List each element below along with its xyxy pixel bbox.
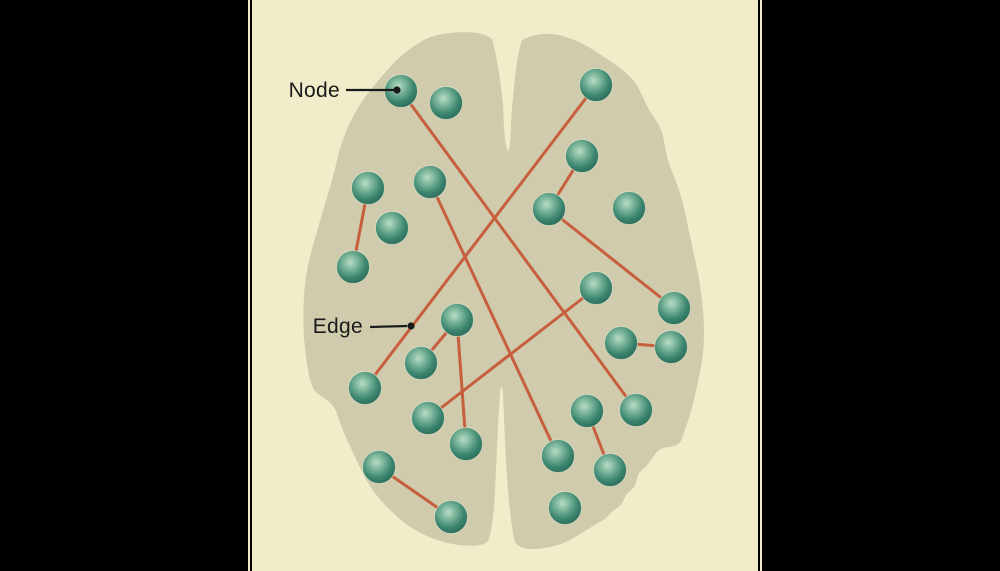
node — [351, 171, 385, 205]
edge-label: Edge — [313, 315, 363, 338]
edge-line — [363, 83, 598, 390]
node — [579, 68, 613, 102]
edge-line — [455, 318, 468, 446]
node — [541, 439, 575, 473]
node — [348, 371, 382, 405]
edge-pointer-line — [369, 324, 408, 329]
node — [548, 491, 582, 525]
node — [336, 250, 370, 284]
node — [434, 500, 468, 534]
edge-line — [547, 207, 676, 310]
panel-border-right — [758, 0, 760, 571]
node — [362, 450, 396, 484]
letterbox-left — [0, 0, 248, 571]
node — [413, 165, 447, 199]
node — [375, 211, 409, 245]
edge-pointer-dot — [407, 322, 415, 330]
brain-outline — [303, 32, 704, 549]
node — [532, 192, 566, 226]
edge-line — [426, 286, 598, 420]
letterbox-right — [762, 0, 1000, 571]
node — [404, 346, 438, 380]
node — [657, 291, 691, 325]
node — [565, 139, 599, 173]
node — [440, 303, 474, 337]
node-pointer-dot — [393, 86, 401, 94]
edge-line — [399, 89, 638, 412]
panel-border-left — [250, 0, 252, 571]
node-annotation: Node — [289, 79, 401, 102]
node — [429, 86, 463, 120]
edge-annotation: Edge — [313, 315, 415, 338]
node — [449, 427, 483, 461]
node — [593, 453, 627, 487]
node-label: Node — [289, 79, 340, 102]
node — [411, 401, 445, 435]
edge-line — [428, 180, 560, 458]
node — [654, 330, 688, 364]
node — [604, 326, 638, 360]
node — [579, 271, 613, 305]
node — [612, 191, 646, 225]
node — [619, 393, 653, 427]
node — [570, 394, 604, 428]
nodes-layer — [336, 68, 691, 534]
